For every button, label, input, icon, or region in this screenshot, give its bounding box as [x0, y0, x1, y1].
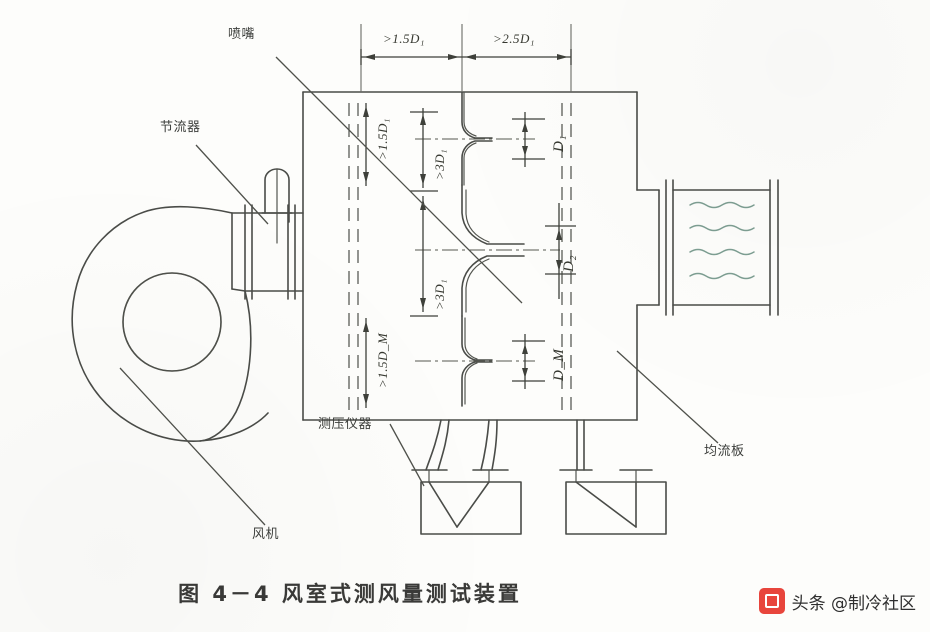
- nozzle-middle: [461, 184, 525, 317]
- nozzle-bottom: [461, 315, 493, 407]
- center-vertical-dimensions: [410, 108, 438, 317]
- toutiao-logo-icon: [758, 588, 785, 614]
- manometer-assembly-left: [411, 419, 522, 535]
- dimension-v2: >3D₁: [432, 148, 447, 180]
- outlet-duct: [658, 179, 779, 316]
- diameter-dm: D_M: [551, 348, 567, 381]
- dimension-h2: >2.5D₁: [493, 31, 535, 46]
- diameter-d1: D₁: [551, 134, 567, 152]
- callout-throttle: 节流器: [160, 119, 201, 134]
- top-dimension-chain: [360, 24, 572, 92]
- callout-manometer: 测压仪器: [318, 416, 373, 431]
- centrelines: [415, 138, 560, 362]
- manometer-assembly-right: [559, 419, 667, 535]
- dimension-v4: >1.5D_M: [375, 332, 390, 388]
- dimension-h1: >1.5D₁: [383, 31, 425, 46]
- watermark-text: 头条 @制冷社区: [791, 593, 916, 614]
- diameter-d2: D₂: [561, 254, 577, 272]
- flow-straightener-plate: [348, 103, 572, 412]
- callout-flow-straightener: 均流板: [704, 443, 745, 458]
- throttle-damper: [261, 168, 293, 244]
- callout-nozzle: 喷嘴: [228, 26, 256, 41]
- left-vertical-dimensions: [363, 103, 369, 408]
- centrifugal-fan: [71, 205, 269, 442]
- plenum-chamber: [302, 91, 660, 421]
- fan-outlet-duct: [231, 204, 304, 300]
- figure-caption: 图 4－4 风室式测风量测试装置: [178, 582, 522, 606]
- nozzle-bank: [461, 91, 525, 407]
- watermark: 头条 @制冷社区: [758, 588, 916, 614]
- callout-fan: 风机: [252, 526, 280, 541]
- diameter-dimensions: [512, 112, 576, 389]
- nozzle-top: [461, 91, 493, 186]
- dimension-v1: >1.5D₁: [375, 118, 390, 160]
- callout-leaders: [119, 56, 719, 526]
- dimension-v3: >3D₁: [432, 278, 447, 310]
